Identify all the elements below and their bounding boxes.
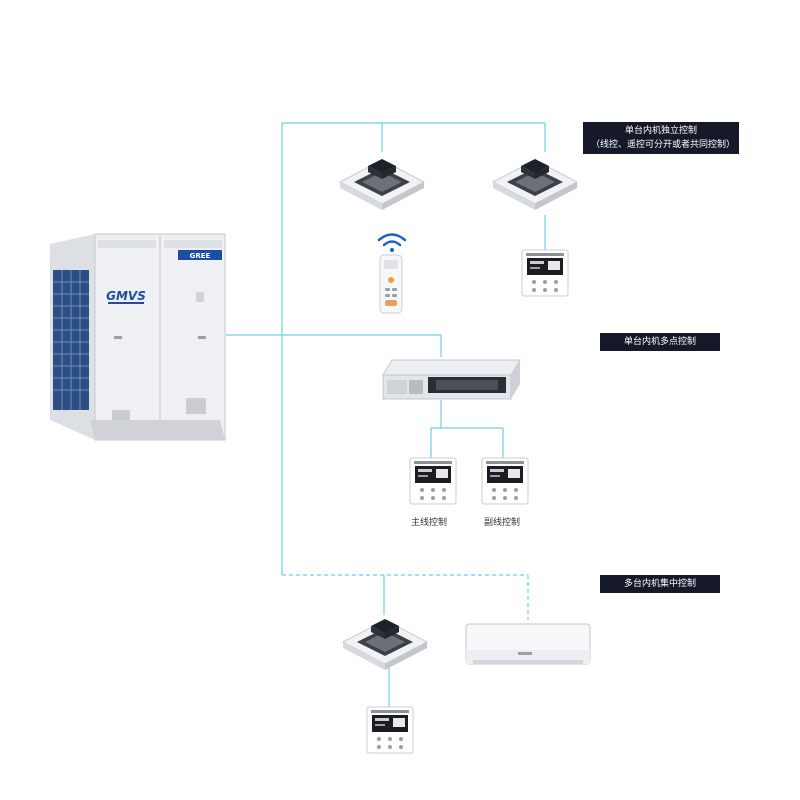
duct-unit-icon bbox=[382, 359, 521, 400]
caption-main-control: 主线控制 bbox=[411, 518, 448, 528]
wired-controller-icon bbox=[481, 457, 529, 505]
wall-mounted-unit-icon bbox=[465, 623, 591, 665]
vrf-outdoor-unit-icon: GREE GMVS bbox=[50, 233, 226, 441]
connection-lines bbox=[226, 122, 546, 707]
wired-controller-icon bbox=[521, 249, 569, 297]
caption-sub-control: 副线控制 bbox=[484, 518, 521, 528]
brand-logo: GREE bbox=[190, 252, 211, 260]
wireless-signal-icon bbox=[377, 233, 407, 252]
remote-control-icon bbox=[379, 254, 403, 314]
label-multi-point-control: 单台内机多点控制 bbox=[600, 333, 720, 351]
wired-controller-icon bbox=[366, 706, 414, 754]
wired-controller-icon bbox=[409, 457, 457, 505]
label-individual-line1: 单台内机独立控制 bbox=[624, 126, 697, 136]
cassette-unit-icon bbox=[339, 158, 425, 211]
label-centralized-control: 多台内机集中控制 bbox=[600, 575, 720, 593]
label-individual-line2: （线控、遥控可分开或者共同控制） bbox=[591, 140, 736, 150]
cassette-unit-icon bbox=[492, 158, 578, 211]
series-logo: GMVS bbox=[106, 289, 146, 303]
label-individual-control: 单台内机独立控制 （线控、遥控可分开或者共同控制） bbox=[583, 122, 739, 154]
cassette-unit-icon bbox=[342, 618, 428, 671]
